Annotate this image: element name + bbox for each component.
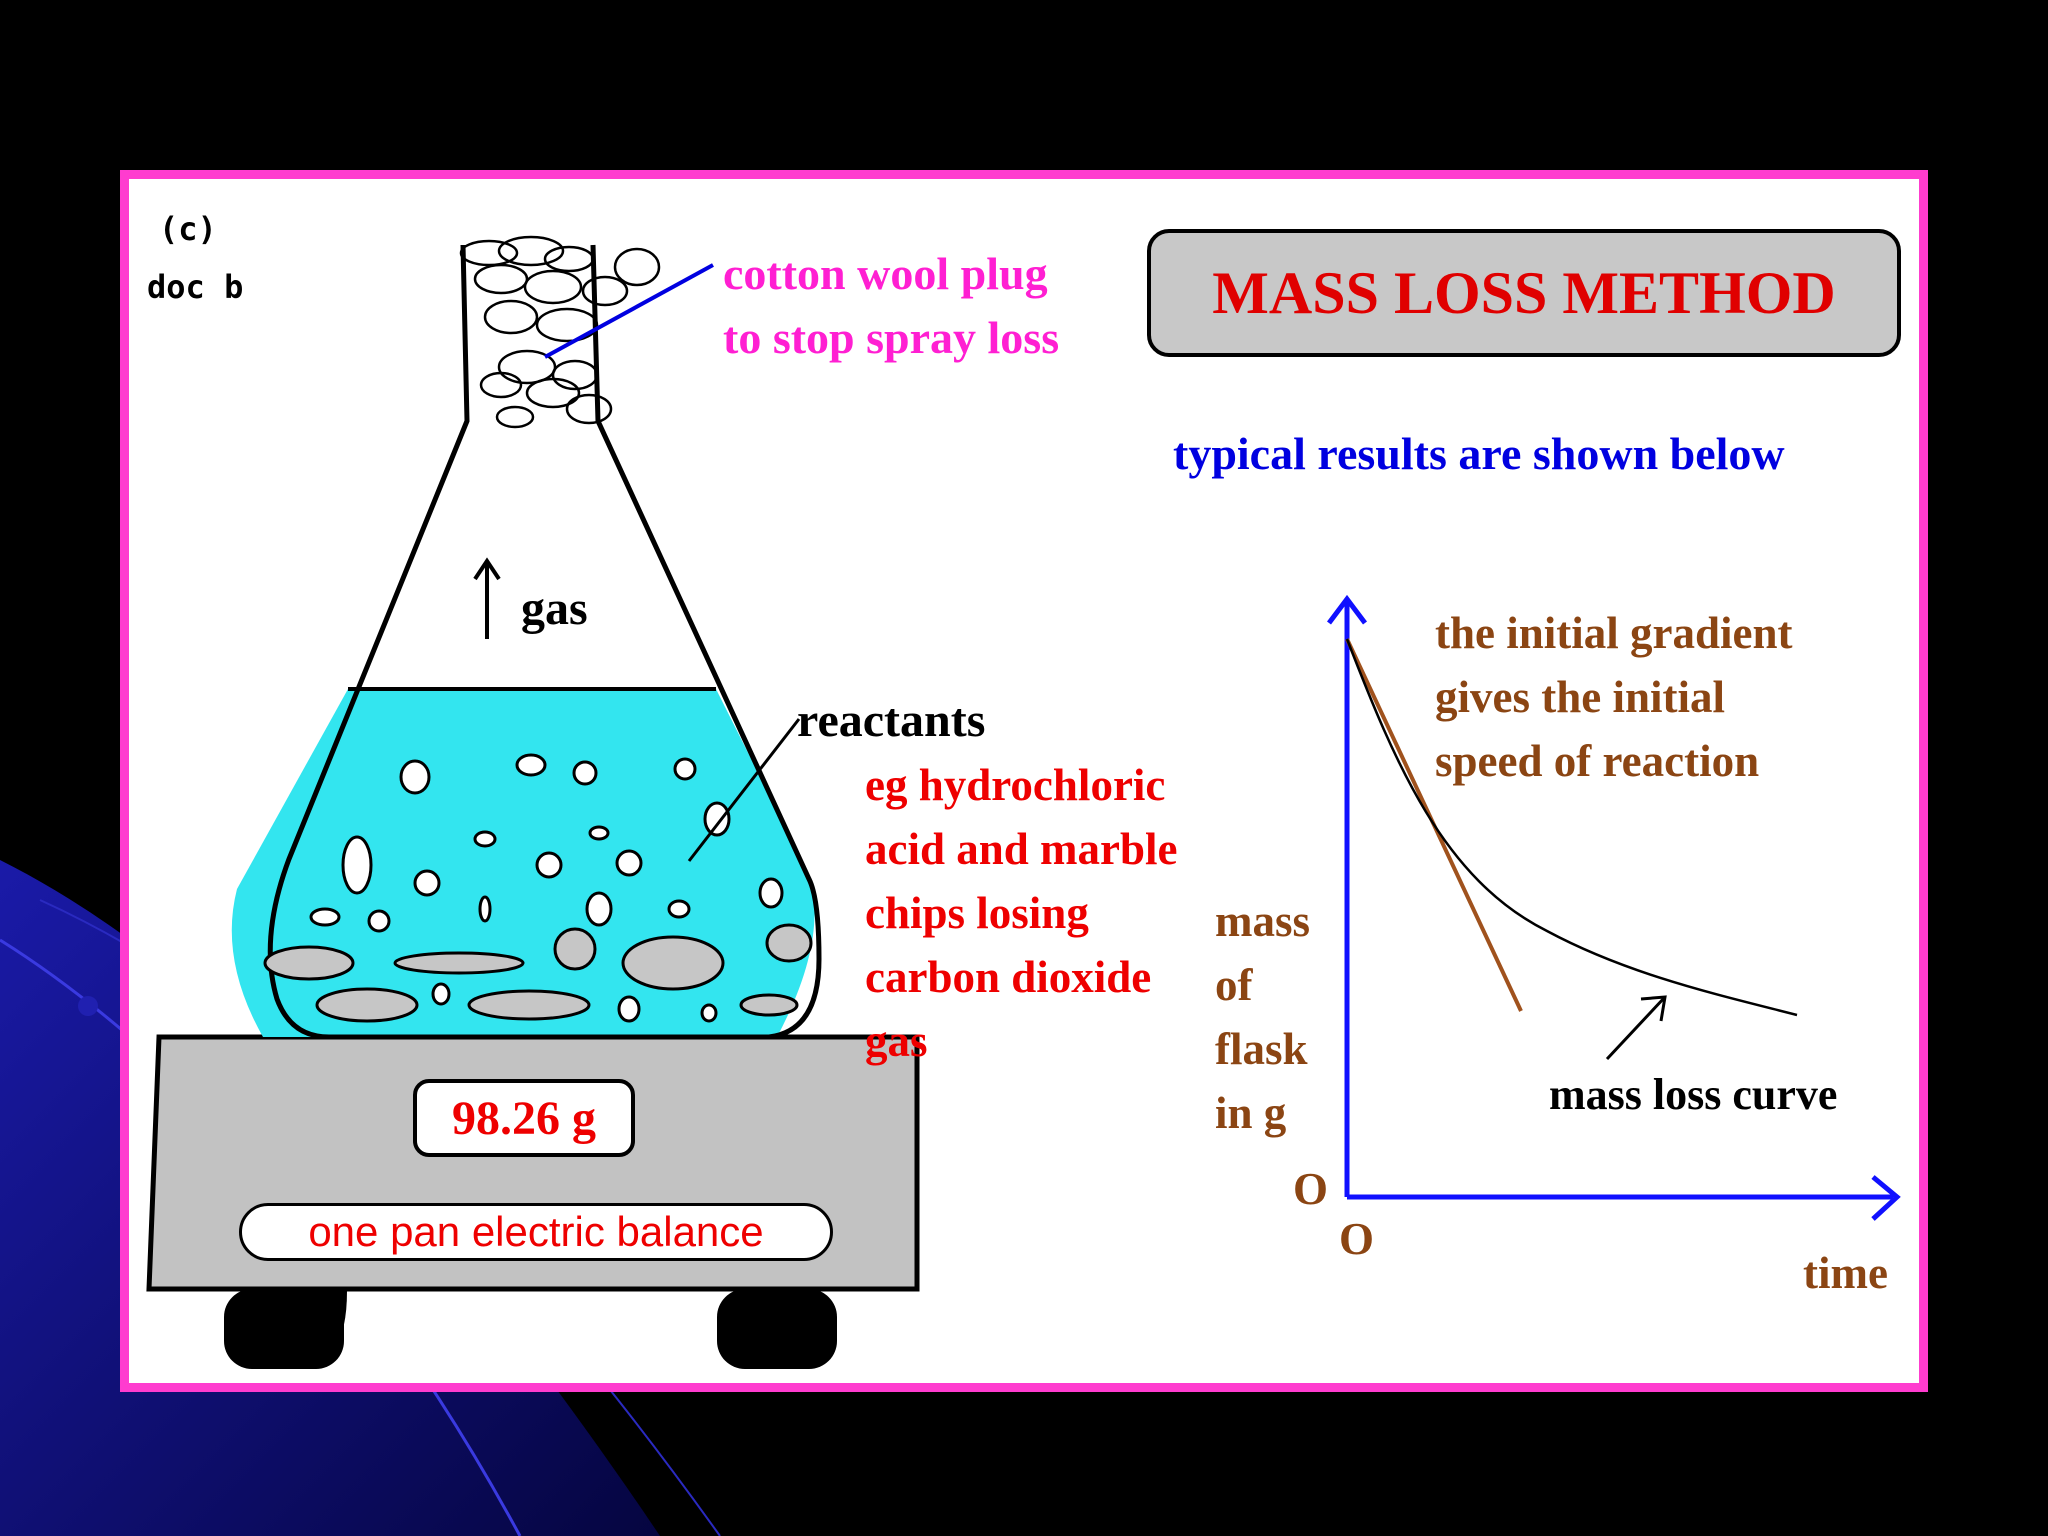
reactants-pointer-line <box>687 718 801 862</box>
gas-bubbles <box>309 753 784 1023</box>
doc-ref-name: doc b <box>147 268 244 306</box>
mass-loss-curve-label: mass loss curve <box>1549 1070 1838 1119</box>
gas-arrow-head <box>473 557 501 581</box>
reactants-detail-2: acid and marble <box>865 824 1178 874</box>
results-subtitle: typical results are shown below <box>1173 428 1785 479</box>
diagram-drawing <box>146 235 1901 1369</box>
curve-pointer-line <box>1605 995 1667 1061</box>
reactants-detail-4: carbon dioxide <box>865 952 1152 1002</box>
y-axis-label-3: flask <box>1215 1024 1308 1074</box>
cotton-pointer-line <box>544 263 714 359</box>
gas-label: gas <box>521 582 588 635</box>
gradient-note-1: the initial gradient <box>1435 608 1793 658</box>
x-axis-label: time <box>1803 1248 1888 1298</box>
balance-reading: 98.26 g <box>413 1079 635 1157</box>
gradient-note-2: gives the initial <box>1435 672 1725 722</box>
x-origin-label: O <box>1339 1214 1375 1264</box>
balance-foot-left <box>224 1289 344 1369</box>
liquid <box>231 689 815 1037</box>
conical-flask <box>267 244 822 1040</box>
mass-loss-curve <box>1345 638 1798 1017</box>
curve-pointer-head <box>1640 995 1667 1022</box>
y-axis-label-1: mass <box>1215 896 1311 946</box>
y-axis-label-2: of <box>1215 960 1253 1010</box>
y-axis-arrow <box>1327 594 1367 625</box>
page-title: MASS LOSS METHOD <box>1147 229 1901 357</box>
cotton-wool-plug <box>459 235 661 429</box>
y-axis-label-4: in g <box>1215 1088 1287 1138</box>
cotton-label-line2: to stop spray loss <box>723 312 1060 363</box>
gradient-note-3: speed of reaction <box>1435 736 1760 786</box>
reactants-detail-5: gas <box>865 1016 928 1066</box>
reactants-detail-1: eg hydrochloric <box>865 760 1166 810</box>
y-origin-label: O <box>1293 1164 1329 1214</box>
reactants-label: reactants <box>797 694 986 747</box>
reactants-detail-3: chips losing <box>865 888 1089 938</box>
x-axis-arrow <box>1871 1175 1901 1221</box>
marble-chips <box>263 923 813 1023</box>
doc-ref-label: (c) <box>159 210 217 248</box>
balance-label: one pan electric balance <box>239 1203 833 1261</box>
balance-foot-right <box>717 1289 837 1369</box>
diagram-panel: (c) doc b MASS LOSS METHOD cotton wool p… <box>120 170 1928 1392</box>
cotton-label-line1: cotton wool plug <box>723 248 1048 299</box>
